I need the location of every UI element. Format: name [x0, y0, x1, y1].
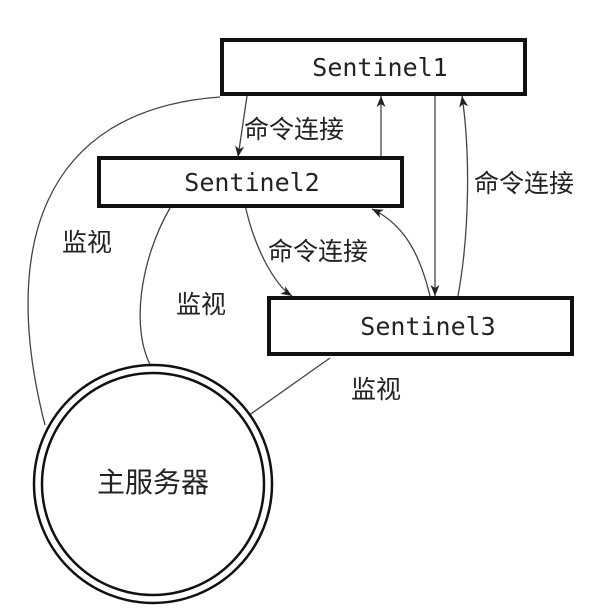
monitor-edge-sentinel1: [27, 96, 221, 426]
cmd-label-s2-s3: 命令连接: [268, 237, 368, 266]
sentinel3-label: Sentinel3: [360, 312, 495, 341]
master-node: 主服务器: [32, 363, 274, 605]
watermark-text: 掘金技术社区 @ 许Web: [380, 568, 596, 592]
monitor-edge-sentinel3: [244, 357, 331, 419]
cmd-label-s1-s3: 命令连接: [474, 169, 574, 198]
monitor-label-3: 监视: [351, 375, 401, 404]
monitor-edge-sentinel2: [139, 207, 171, 369]
cmd-label-s1-s2: 命令连接: [244, 115, 344, 144]
sentinel1-label: Sentinel1: [312, 53, 447, 82]
sentinel2-label: Sentinel2: [184, 168, 319, 197]
monitor-label-1: 监视: [62, 228, 112, 257]
cmd-edge-s2-to-s3: [244, 204, 293, 297]
sentinel1-node: Sentinel1: [220, 38, 527, 96]
sentinel3-node: Sentinel3: [267, 296, 574, 356]
master-label: 主服务器: [97, 466, 209, 499]
cmd-edge-s3-to-s1: [457, 95, 469, 297]
cmd-edge-s3-to-s2: [371, 208, 431, 297]
sentinel2-node: Sentinel2: [97, 156, 404, 208]
monitor-label-2: 监视: [176, 290, 226, 319]
cmd-edge-s1-to-s2: [235, 95, 248, 158]
